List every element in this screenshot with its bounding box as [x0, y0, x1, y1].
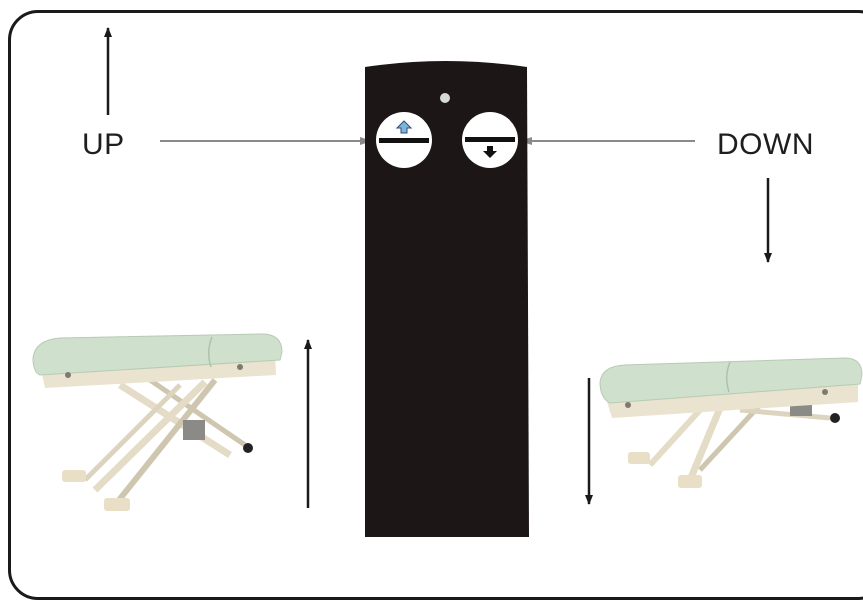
- down-button[interactable]: [462, 112, 518, 168]
- table-raised-image: [33, 334, 282, 511]
- remote-control: [365, 61, 529, 537]
- diagram-canvas: [0, 0, 863, 578]
- table-lowered-image: [600, 358, 862, 488]
- up-button[interactable]: [376, 112, 432, 168]
- indicator-light: [440, 93, 450, 103]
